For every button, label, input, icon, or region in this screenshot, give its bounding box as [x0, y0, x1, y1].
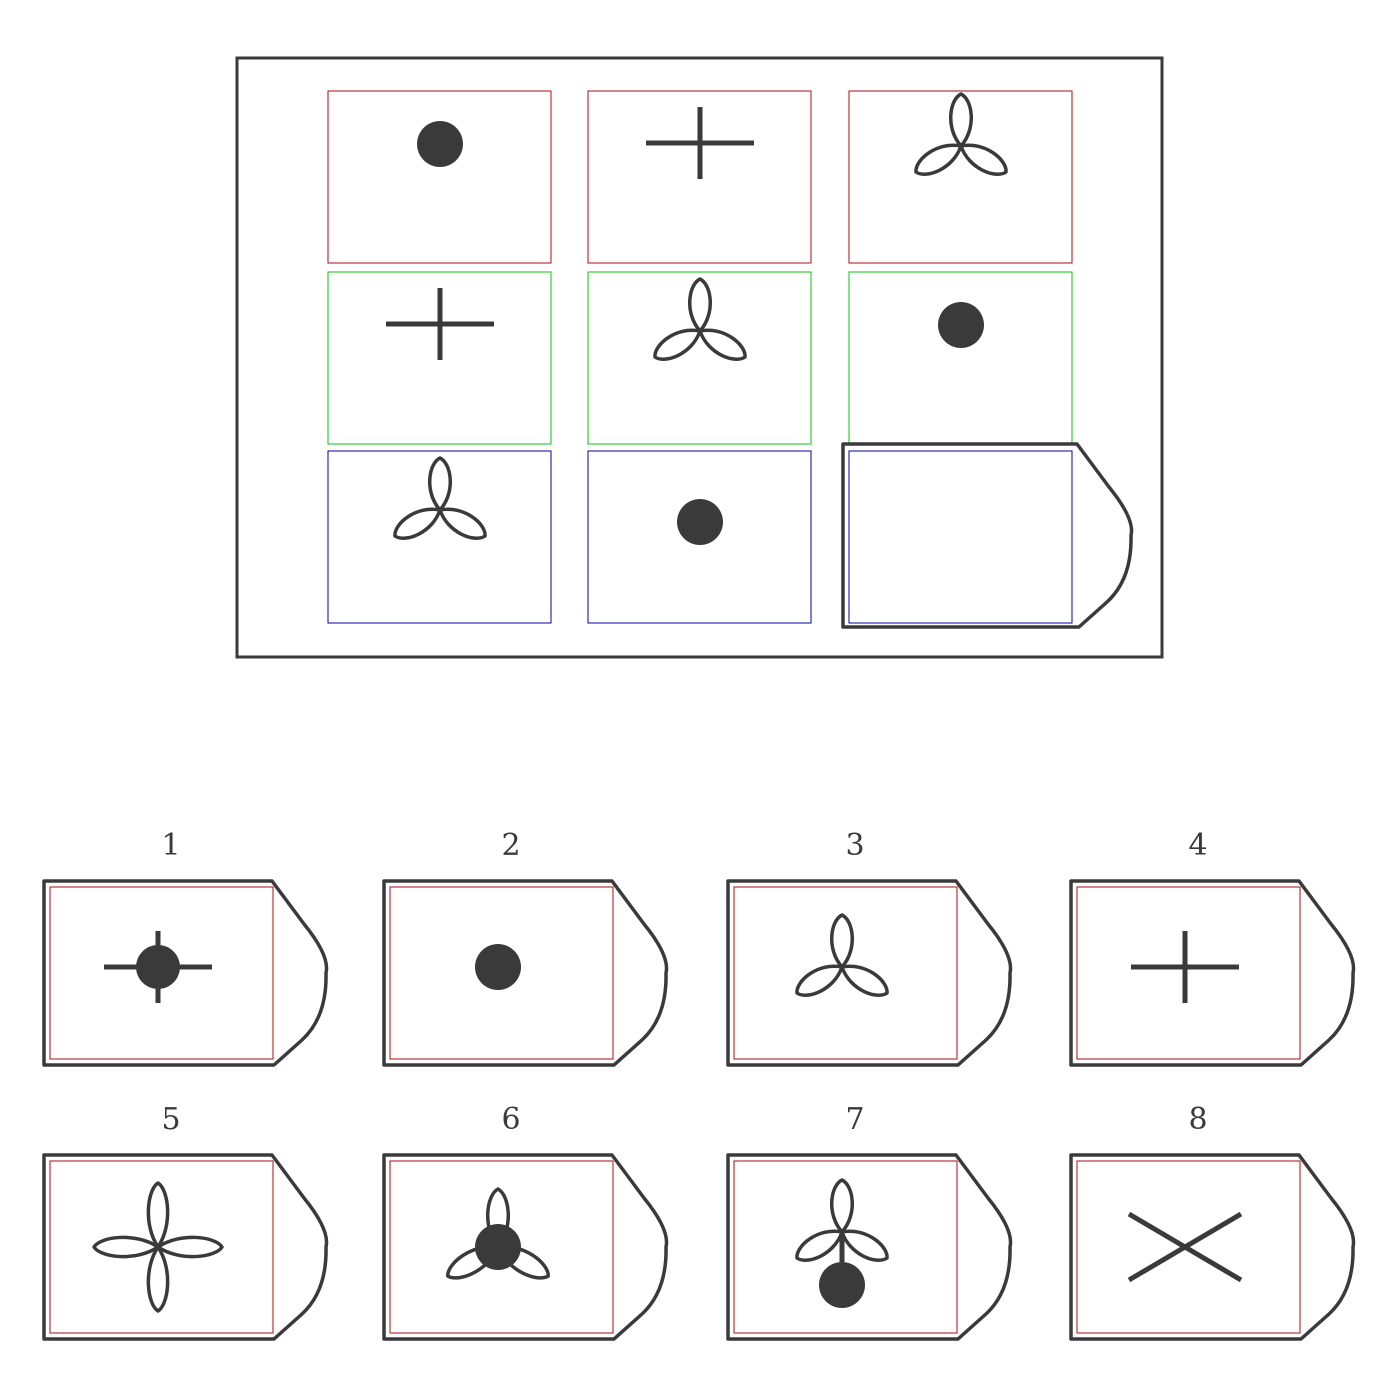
- trefoil-icon: [795, 913, 889, 997]
- plus-icon: [646, 107, 754, 179]
- option-7[interactable]: 7: [726, 1102, 1013, 1341]
- plus-icon: [1131, 931, 1239, 1003]
- option-number: 7: [845, 1102, 864, 1137]
- matrix-cell-border: [587, 90, 812, 264]
- dot-icon: [475, 944, 521, 990]
- answer-slot-outline: [841, 442, 1134, 629]
- dot-icon: [938, 302, 984, 348]
- matrix-cell-border: [587, 450, 812, 624]
- option-2[interactable]: 2: [382, 828, 669, 1067]
- option-number: 4: [1188, 828, 1207, 863]
- matrix-cell-r1-c3: [848, 90, 1073, 264]
- plus-icon: [386, 288, 494, 360]
- matrix-cell-border: [848, 271, 1073, 445]
- trefoil-icon: [914, 92, 1008, 176]
- matrix-cell-r3-c2: [587, 450, 812, 624]
- matrix-cell-r1-c2: [587, 90, 812, 264]
- matrix-frame: [235, 56, 1164, 659]
- option-card-outline: [382, 1153, 669, 1341]
- option-1[interactable]: 1: [42, 828, 329, 1067]
- option-8[interactable]: 8: [1069, 1102, 1356, 1341]
- quatrefoil-icon: [92, 1181, 224, 1313]
- option-card-outline: [1069, 1153, 1356, 1341]
- option-card-outline: [42, 879, 329, 1067]
- option-6[interactable]: 6: [382, 1102, 669, 1341]
- option-4[interactable]: 4: [1069, 828, 1356, 1067]
- option-card-border: [1076, 1160, 1301, 1334]
- option-card-outline: [1069, 879, 1356, 1067]
- matrix-cell-r2-c3: [848, 271, 1073, 445]
- option-number: 1: [161, 828, 180, 863]
- option-3[interactable]: 3: [726, 828, 1013, 1067]
- trefoil-with-center-dot-icon: [446, 1187, 550, 1280]
- trefoil-with-bottom-dot-icon: [795, 1178, 889, 1308]
- option-card-border: [49, 886, 274, 1060]
- dot-icon: [677, 499, 723, 545]
- matrix-cell-border: [587, 271, 812, 445]
- matrix-cell-border: [327, 271, 552, 445]
- option-card-outline: [42, 1153, 329, 1341]
- option-number: 5: [161, 1102, 180, 1137]
- option-5[interactable]: 5: [42, 1102, 329, 1341]
- matrix-cell-r3-c3[interactable]: [841, 442, 1134, 629]
- trefoil-icon: [653, 277, 747, 361]
- matrix-cell-border: [848, 90, 1073, 264]
- plus-with-dot-icon: [104, 931, 212, 1003]
- matrix-cell-r3-c1: [327, 450, 552, 624]
- matrix-cell-r1-c1: [327, 90, 552, 264]
- dot-icon: [417, 121, 463, 167]
- option-card-border: [49, 1160, 274, 1334]
- matrix-cell-border: [848, 450, 1073, 624]
- option-card-border: [1076, 886, 1301, 1060]
- matrix-cell-r2-c2: [587, 271, 812, 445]
- option-number: 2: [501, 828, 520, 863]
- option-card-border: [733, 1160, 958, 1334]
- trefoil-icon: [393, 456, 487, 540]
- x-cross-icon: [1127, 1211, 1243, 1283]
- option-card-border: [389, 886, 614, 1060]
- matrix-cell-r2-c1: [327, 271, 552, 445]
- answer-options: 1 2 3 4 5 6 7 8: [42, 828, 1356, 1341]
- option-card-border: [389, 1160, 614, 1334]
- matrix-grid: [327, 90, 1134, 629]
- option-card-border: [733, 886, 958, 1060]
- option-card-outline: [382, 879, 669, 1067]
- option-card-outline: [726, 1153, 1013, 1341]
- option-number: 8: [1188, 1102, 1207, 1137]
- option-number: 6: [501, 1102, 520, 1137]
- option-number: 3: [845, 828, 864, 863]
- matrix-cell-border: [327, 90, 552, 264]
- option-card-outline: [726, 879, 1013, 1067]
- matrix-cell-border: [327, 450, 552, 624]
